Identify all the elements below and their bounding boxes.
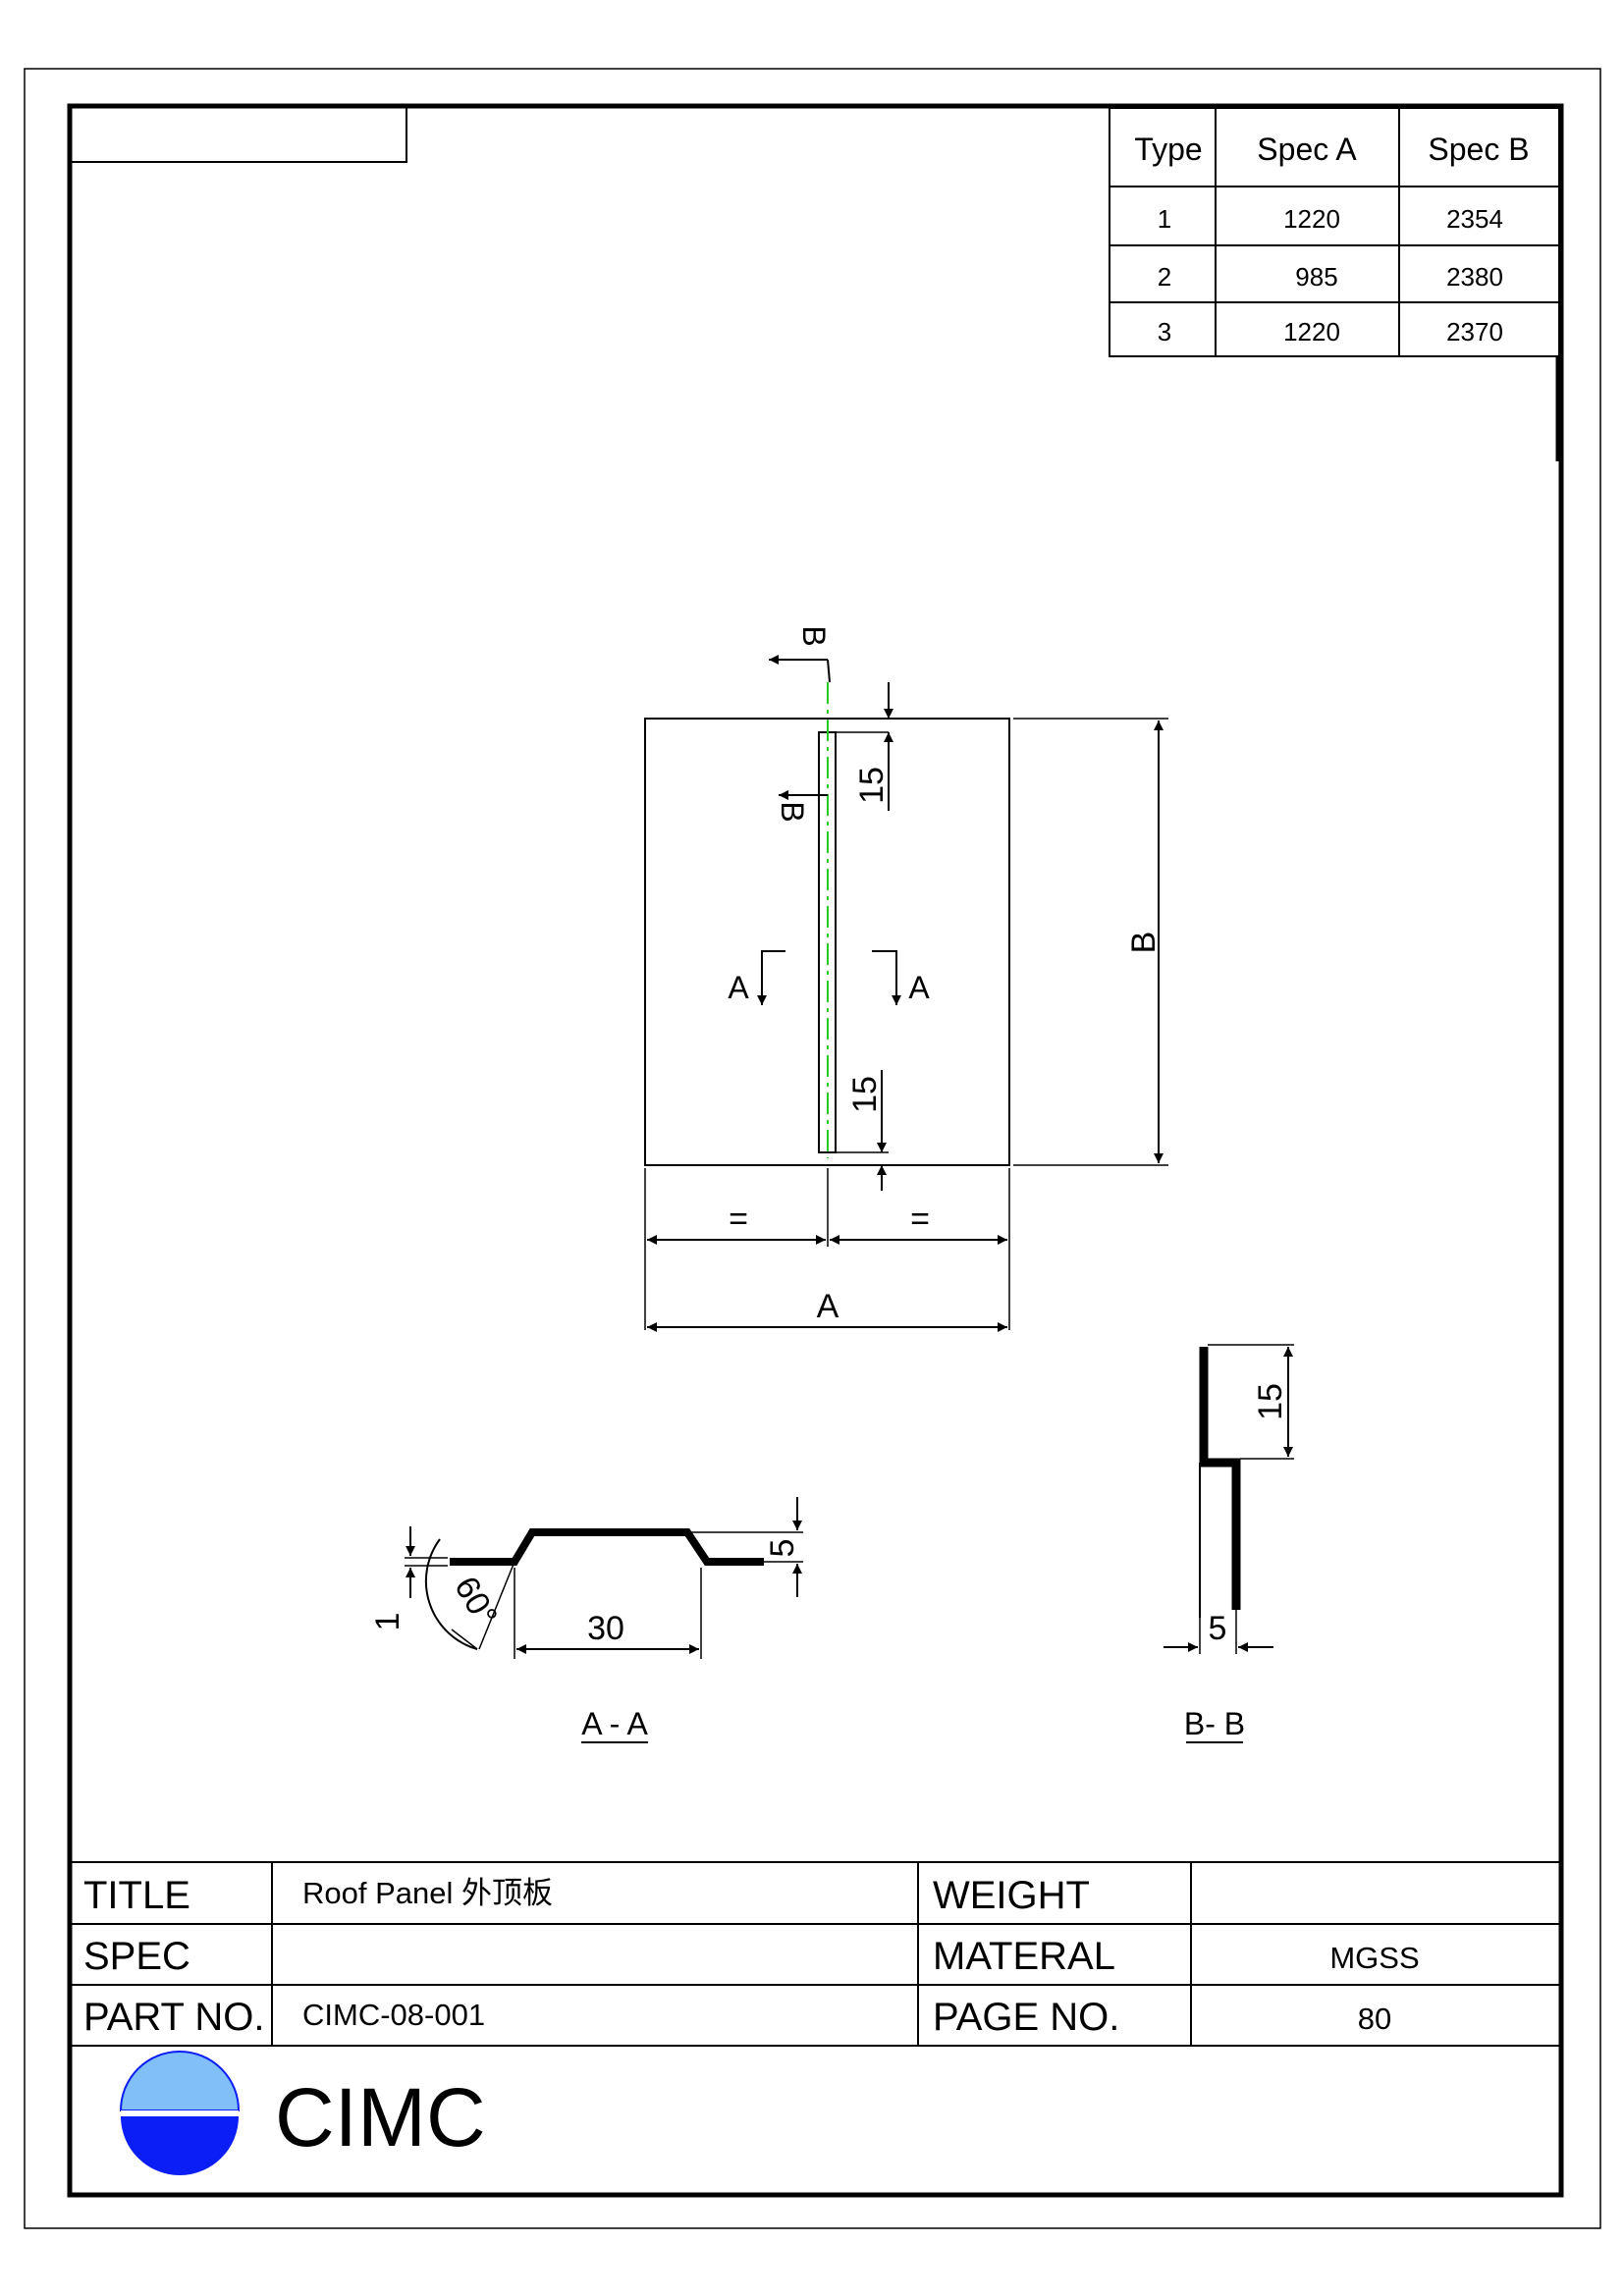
dim-length-b: B <box>1125 932 1163 954</box>
section-bb-title: B- B <box>1184 1706 1245 1741</box>
cimc-logo: CIMC <box>119 2051 486 2175</box>
section-a-label-left: A <box>728 970 749 1005</box>
table-row-2-spec-b: 2380 <box>1446 262 1503 292</box>
table-header-spec-a: Spec A <box>1257 132 1357 167</box>
table-row-1-spec-b: 2354 <box>1446 204 1503 234</box>
plan-view: B B A A 15 15 B = = <box>644 625 1168 1332</box>
section-b-label-top: B <box>796 625 832 646</box>
table-row-3-type: 3 <box>1158 317 1171 347</box>
corner-label-box <box>69 105 407 163</box>
dim-aa-width: 30 <box>587 1610 624 1647</box>
logo-bottom-half-icon <box>121 2116 239 2175</box>
logo-top-half-icon <box>119 2051 241 2111</box>
table-row-3-spec-b: 2370 <box>1446 317 1503 347</box>
part-no-value: CIMC-08-001 <box>302 1998 485 2032</box>
page-no-value: 80 <box>1358 2002 1391 2036</box>
title-block: TITLE Roof Panel 外顶板 SPEC PART NO. CIMC-… <box>70 1861 1561 2047</box>
spec-label: SPEC <box>83 1935 190 1978</box>
dim-equal-right: = <box>910 1201 930 1238</box>
table-row-1-type: 1 <box>1158 204 1171 234</box>
material-value: MGSS <box>1329 1941 1419 1975</box>
inner-border <box>67 103 1564 2198</box>
section-b-label-mid: B <box>775 801 810 822</box>
dim-length-a: A <box>817 1288 839 1325</box>
panel-outline <box>644 718 1010 1166</box>
dim-slot-bottom: 15 <box>846 1076 884 1113</box>
title-value: Roof Panel 外顶板 <box>302 1876 553 1910</box>
dim-aa-angle: 60° <box>447 1571 505 1633</box>
dim-bb-height: 15 <box>1252 1383 1289 1420</box>
section-aa-title: A - A <box>581 1706 648 1741</box>
table-header-type: Type <box>1134 132 1202 167</box>
dim-aa-depth: 5 <box>764 1539 801 1558</box>
material-label: MATERAL <box>933 1935 1115 1978</box>
table-row-2-type: 2 <box>1158 262 1171 292</box>
table-header-spec-b: Spec B <box>1428 132 1529 167</box>
spec-table: Type Spec A Spec B 1 1220 2354 2 985 238… <box>1109 107 1560 357</box>
dim-slot-top: 15 <box>853 767 891 804</box>
page-no-label: PAGE NO. <box>933 1996 1119 2039</box>
section-bb: 15 5 B- B <box>1164 1344 1294 1743</box>
outer-border <box>24 68 1601 2229</box>
logo-text: CIMC <box>275 2071 486 2163</box>
weight-label: WEIGHT <box>933 1874 1090 1917</box>
section-aa: 5 1 60° 30 A - A <box>369 1497 803 1743</box>
dim-bb-width: 5 <box>1209 1610 1227 1647</box>
part-no-label: PART NO. <box>83 1996 265 2039</box>
dim-equal-left: = <box>729 1201 748 1238</box>
table-row-2-spec-a: 985 <box>1295 262 1337 292</box>
dim-aa-thickness: 1 <box>369 1613 406 1631</box>
table-row-3-spec-a: 1220 <box>1283 317 1340 347</box>
section-a-label-right: A <box>908 970 930 1005</box>
title-label: TITLE <box>83 1874 190 1917</box>
table-row-1-spec-a: 1220 <box>1283 204 1340 234</box>
